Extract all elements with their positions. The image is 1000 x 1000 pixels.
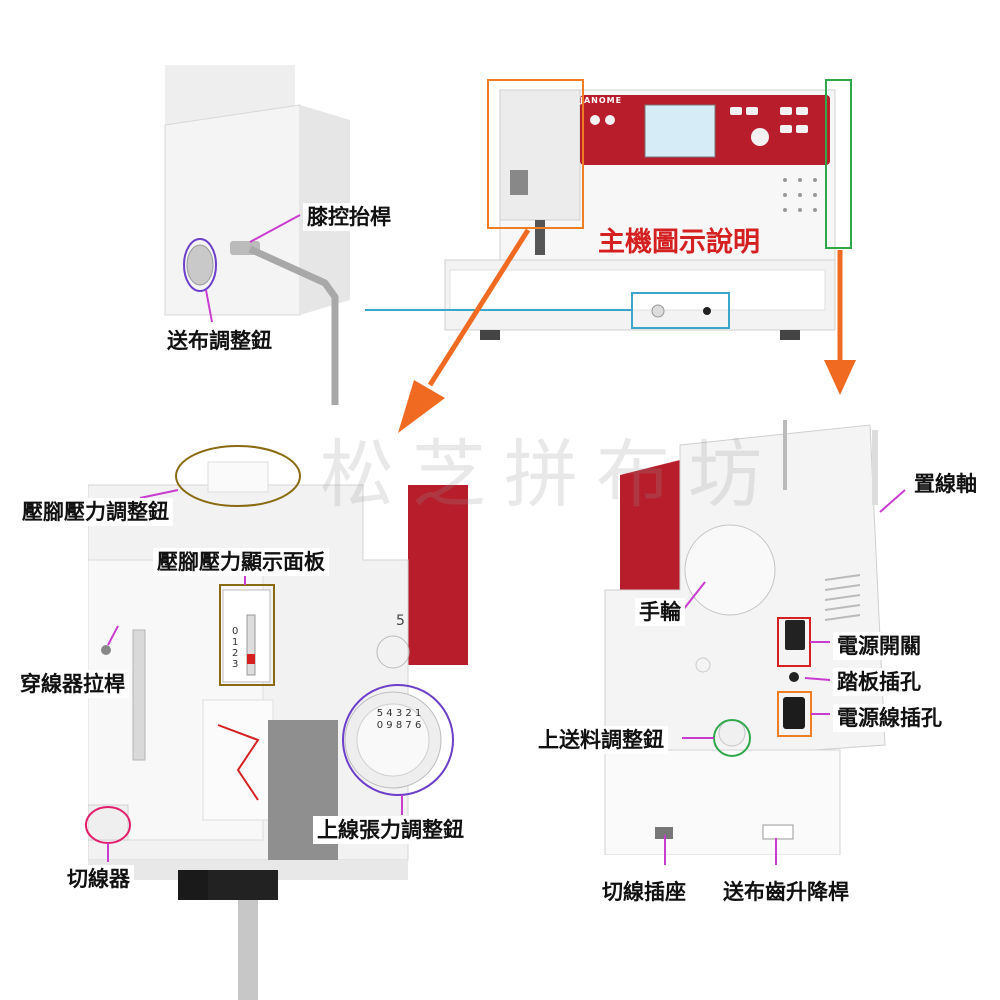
tension-dial-numbers: 5 4 3 2 1 0 9 8 7 6 bbox=[363, 708, 435, 732]
label-feed-adjust-knob: 送布調整鈕 bbox=[163, 327, 276, 356]
tension-number: 3 bbox=[395, 708, 403, 719]
watermark-text: 松芝拼布坊 bbox=[320, 432, 780, 518]
tension-number: 1 bbox=[414, 708, 422, 719]
label-cutter-socket: 切線插座 bbox=[598, 878, 690, 907]
tension-number: 8 bbox=[395, 720, 403, 731]
pressure-number: 0 bbox=[232, 626, 239, 637]
pressure-scale: 0 1 2 3 bbox=[232, 626, 238, 670]
pressure-number: 3 bbox=[232, 659, 239, 670]
label-foot-pedal-jack: 踏板插孔 bbox=[833, 668, 925, 697]
label-threader-lever: 穿線器拉桿 bbox=[16, 670, 129, 699]
label-thread-tension-knob: 上線張力調整鈕 bbox=[313, 816, 468, 845]
label-feed-dog-lever: 送布齒升降桿 bbox=[719, 878, 853, 907]
label-power-switch: 電源開關 bbox=[833, 632, 925, 661]
tension-number: 5 bbox=[376, 708, 384, 719]
pressure-number: 2 bbox=[232, 648, 239, 659]
machine-overview-photo bbox=[440, 75, 850, 350]
label-presser-pressure-panel: 壓腳壓力顯示面板 bbox=[153, 548, 329, 577]
tension-number: 9 bbox=[386, 720, 393, 731]
label-upper-feed-knob: 上送料調整鈕 bbox=[534, 726, 668, 755]
label-power-cord-socket: 電源線插孔 bbox=[833, 704, 946, 733]
label-handwheel: 手輪 bbox=[635, 598, 685, 627]
label-thread-cutter: 切線器 bbox=[63, 865, 134, 894]
pressure-number: 1 bbox=[232, 637, 239, 648]
tension-number: 0 bbox=[376, 720, 384, 731]
label-presser-pressure-knob: 壓腳壓力調整鈕 bbox=[18, 498, 173, 527]
brand-logo: JANOME bbox=[580, 96, 623, 105]
page-title: 主機圖示說明 bbox=[598, 227, 760, 258]
top-dial-number: 5 bbox=[396, 613, 405, 629]
label-spool-pin: 置線軸 bbox=[910, 470, 981, 499]
tension-number: 4 bbox=[386, 708, 393, 719]
tension-number: 2 bbox=[405, 708, 412, 719]
label-knee-lifter: 膝控抬桿 bbox=[303, 203, 395, 232]
tension-number: 6 bbox=[414, 720, 422, 731]
tension-number: 7 bbox=[405, 720, 412, 731]
